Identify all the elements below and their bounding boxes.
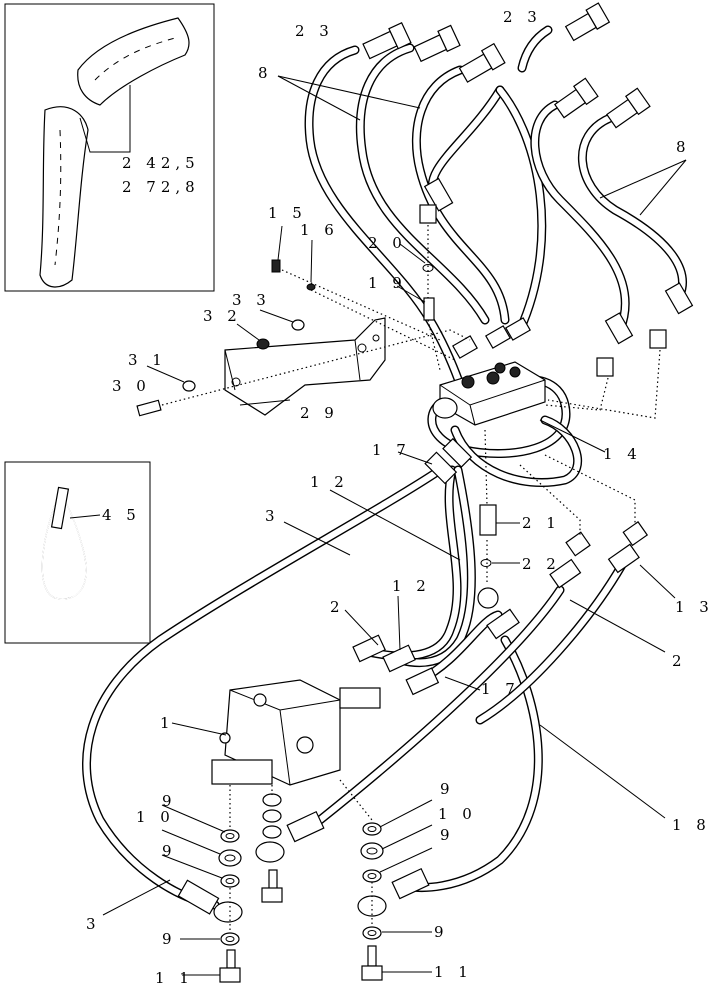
hose-fittings — [177, 2, 694, 923]
callout-22: 2 2 — [522, 555, 561, 573]
callout-labels: 2 3 2 3 8 8 1 5 1 6 2 0 1 9 3 3 3 2 3 1 … — [86, 8, 708, 987]
callout-10-right: 1 0 — [438, 805, 477, 823]
mounting-bracket — [224, 317, 386, 416]
callout-9-left-2: 9 — [162, 842, 177, 860]
callout-18: 1 8 — [672, 816, 708, 834]
callout-21: 2 1 — [522, 514, 561, 532]
callout-8-right: 8 — [676, 138, 691, 156]
small-parts — [136, 259, 497, 983]
callout-16: 1 6 — [300, 221, 339, 239]
callout-31: 3 1 — [128, 351, 167, 369]
control-valve — [211, 679, 381, 786]
callout-9-left-1: 9 — [162, 792, 177, 810]
callout-17-top: 1 7 — [372, 441, 411, 459]
sleeve-label-2: 2 72,8 — [122, 178, 200, 196]
callout-20: 2 0 — [368, 234, 407, 252]
callout-30: 3 0 — [112, 377, 151, 395]
callout-17-bottom: 1 7 — [481, 680, 520, 698]
inset-strap: 4 5 — [4, 461, 151, 644]
alignment-lines — [161, 225, 661, 932]
callout-29: 2 9 — [300, 404, 339, 422]
callout-13: 1 3 — [675, 598, 708, 616]
callout-33: 3 3 — [232, 291, 271, 309]
leader-lines — [102, 75, 687, 976]
callout-9-right-1: 9 — [440, 780, 455, 798]
hoses — [82, 25, 687, 910]
callout-3-bottom: 3 — [86, 915, 101, 933]
callout-9-left-3: 9 — [162, 930, 177, 948]
manifold-block — [432, 317, 546, 426]
callout-11-left: 1 1 — [155, 969, 194, 987]
callout-11-right: 1 1 — [434, 963, 473, 981]
callout-1: 1 — [160, 714, 175, 732]
callout-9-right-3: 9 — [434, 923, 449, 941]
callout-19: 1 9 — [368, 274, 407, 292]
callout-23-right: 2 3 — [503, 8, 542, 26]
callout-10-left: 1 0 — [136, 808, 175, 826]
callout-9-right-2: 9 — [440, 826, 455, 844]
strap-label: 4 5 — [102, 506, 141, 524]
callout-8-top: 8 — [258, 64, 273, 82]
callout-14: 1 4 — [603, 445, 642, 463]
callout-15: 1 5 — [268, 204, 307, 222]
callout-3-top: 3 — [265, 507, 280, 525]
callout-23-left: 2 3 — [295, 22, 334, 40]
callout-32: 3 2 — [203, 307, 242, 325]
callout-2-right: 2 — [672, 652, 687, 670]
sleeve-label-1: 2 42,5 — [122, 154, 200, 172]
inset-hose-sleeve: 2 42,5 2 72,8 — [4, 3, 215, 292]
callout-2-left: 2 — [330, 598, 345, 616]
callout-12-mid: 1 2 — [392, 577, 431, 595]
callout-12-top: 1 2 — [310, 473, 349, 491]
